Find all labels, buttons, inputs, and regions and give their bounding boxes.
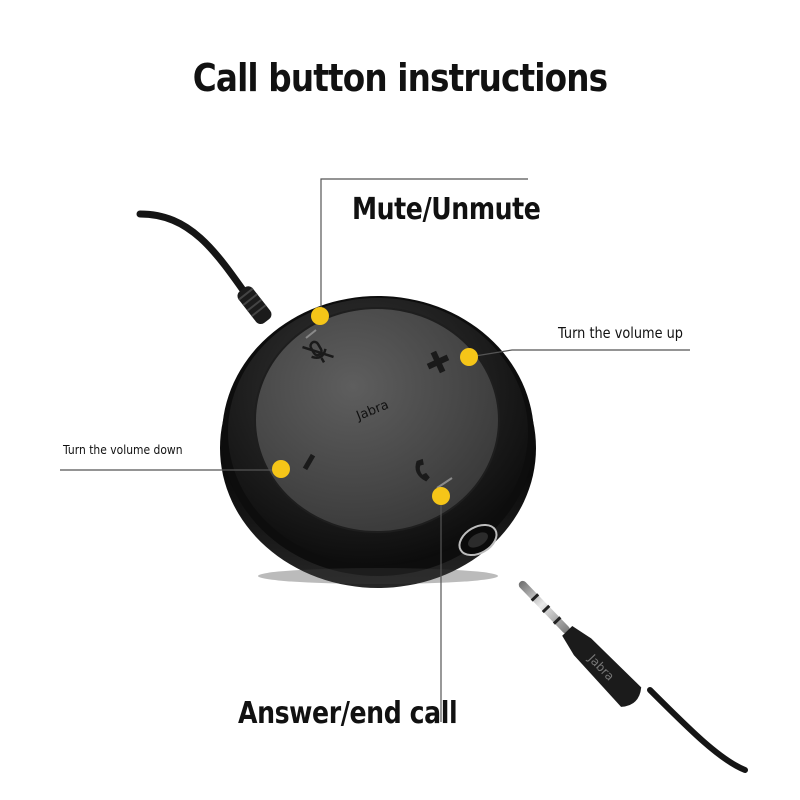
- puck-face: [255, 308, 499, 532]
- minus-icon: [302, 453, 316, 471]
- strain-relief: [237, 286, 272, 325]
- mute-callout: Mute/Unmute: [352, 192, 541, 227]
- volume-up-callout: Turn the volume up: [558, 324, 683, 342]
- volume-down-marker: [272, 460, 290, 478]
- answer-marker: [432, 487, 450, 505]
- lower-cable: [647, 687, 748, 773]
- leader-lines: [60, 178, 690, 722]
- volume-up-marker: [460, 348, 478, 366]
- page-title: Call button instructions: [192, 56, 608, 100]
- mic-off-icon: [302, 340, 334, 364]
- jack-port: [458, 523, 498, 557]
- plus-icon: [426, 350, 450, 374]
- mute-marker: [311, 307, 329, 325]
- phone-icon: [415, 458, 430, 482]
- volume-down-callout: Turn the volume down: [63, 442, 183, 457]
- upper-cable: [136, 210, 254, 304]
- answer-end-callout: Answer/end call: [238, 696, 458, 731]
- audio-plug: Jabra: [518, 580, 642, 707]
- volume-up-leader: [468, 349, 690, 358]
- markers: [272, 307, 478, 505]
- mute-leader: [320, 178, 528, 316]
